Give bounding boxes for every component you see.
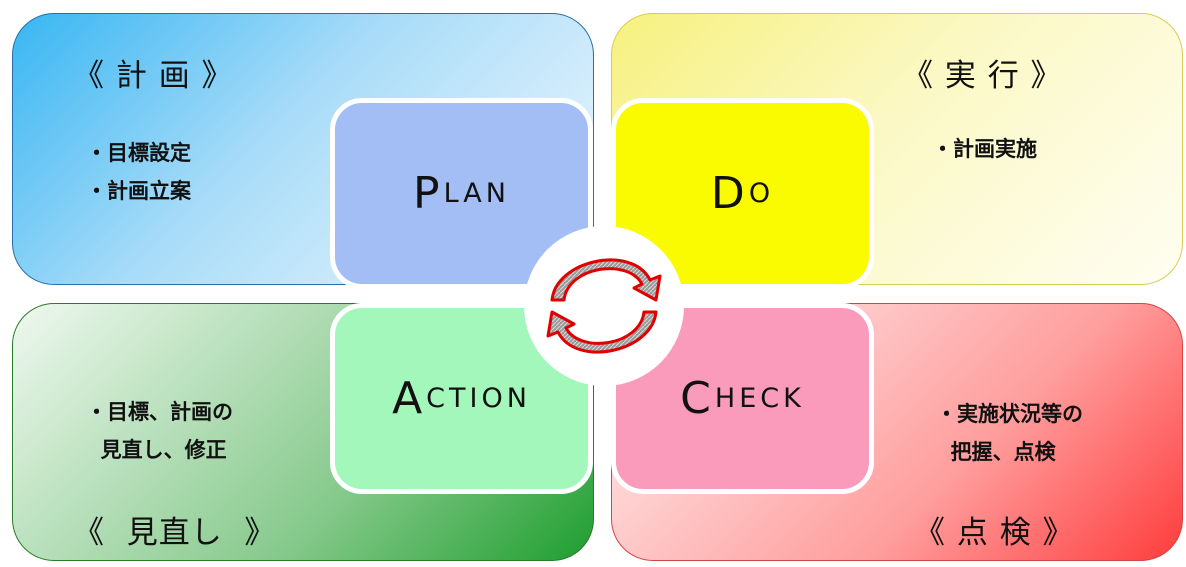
tile-do-initial: D [710,168,749,219]
tile-check-rest: HECK [714,383,805,414]
bullet-do-1: ・計画実施 [932,137,1037,161]
quadrant-title-plan: 《 計 画 》 [73,58,234,94]
tile-do-rest: O [748,178,775,209]
tile-plan-initial: P [413,168,444,219]
tile-action-initial: A [392,373,427,424]
cycle-arrow-top [550,258,662,302]
bullet-plan-1: ・目標設定 [86,141,191,165]
quadrant-title-do: 《 実 行 》 [902,58,1063,94]
quadrant-title-action: 《 見直し 》 [73,515,277,551]
bullet-plan-2: ・計画立案 [86,179,191,203]
cycle-arrow-bottom [546,310,658,354]
quadrant-title-check: 《 点 検 》 [914,515,1075,551]
bullet-action-1: ・目標、計画の [86,400,233,424]
bullet-check-2: 把握、点検 [936,440,1056,464]
cycle-badge [524,226,684,386]
bullet-check-1: ・実施状況等の [936,402,1083,426]
bullet-action-2: 見直し、修正 [86,438,227,462]
tile-action-rest: CTION [426,383,531,414]
cycle-arrows-icon [546,258,662,354]
tile-plan-rest: LAN [443,178,510,209]
tile-check-initial: C [680,373,715,424]
